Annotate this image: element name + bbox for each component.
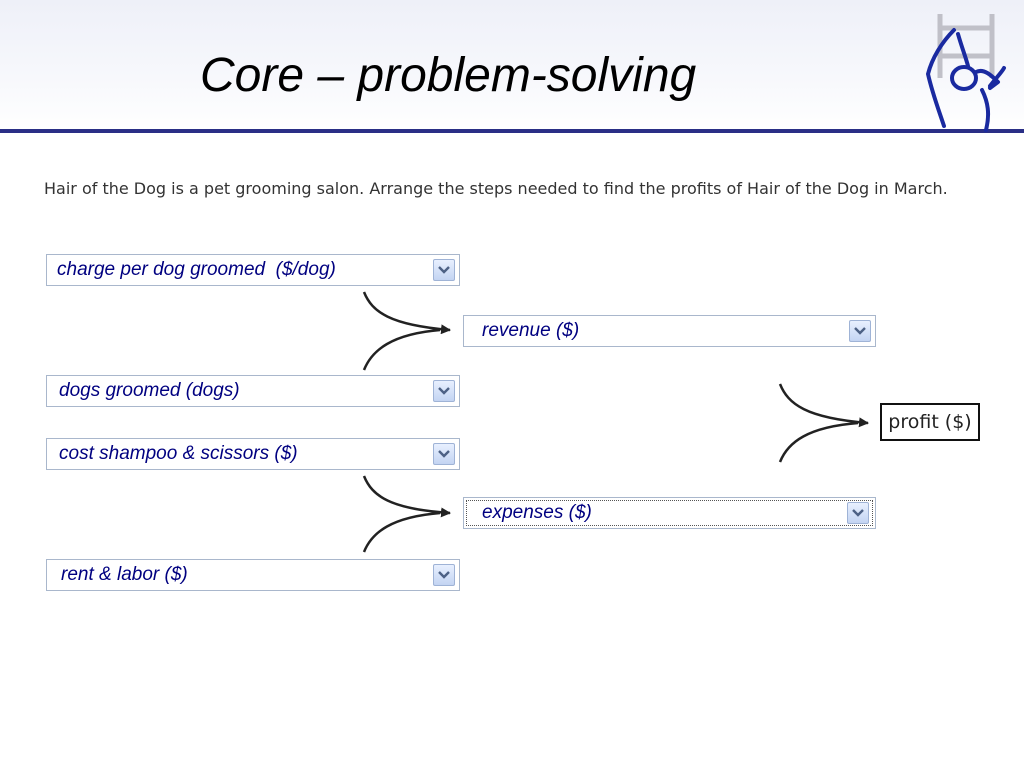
header-band [0, 0, 1024, 130]
dropdown-cost-shampoo-value: cost shampoo & scissors ($) [59, 443, 298, 464]
merge-arrow-upper-lower-branch [362, 328, 441, 371]
problem-instructions: Hair of the Dog is a pet grooming salon.… [44, 179, 948, 198]
dropdown-expenses-value: expenses ($) [482, 502, 592, 523]
chevron-down-icon[interactable] [433, 380, 455, 402]
dropdown-rent-labor[interactable]: rent & labor ($) [46, 559, 460, 591]
dropdown-dogs-groomed-value: dogs groomed (dogs) [59, 380, 240, 401]
dropdown-cost-shampoo[interactable]: cost shampoo & scissors ($) [46, 438, 460, 470]
chevron-down-icon[interactable] [433, 564, 455, 586]
dropdown-rent-labor-value: rent & labor ($) [61, 564, 188, 585]
dropdown-charge-per-dog[interactable]: charge per dog groomed ($/dog) [46, 254, 460, 286]
merge-arrow-upper [362, 291, 451, 335]
profit-result-box: profit ($) [880, 403, 980, 441]
dropdown-charge-per-dog-value: charge per dog groomed ($/dog) [57, 259, 336, 280]
dropdown-revenue[interactable]: revenue ($) [463, 315, 876, 347]
dropdown-expenses[interactable]: expenses ($) [463, 497, 876, 529]
slide-title: Core – problem-solving [200, 49, 697, 102]
dropdown-dogs-groomed[interactable]: dogs groomed (dogs) [46, 375, 460, 407]
chevron-down-icon[interactable] [847, 502, 869, 524]
chevron-down-icon[interactable] [433, 259, 455, 281]
chevron-down-icon[interactable] [433, 443, 455, 465]
merge-arrow-profit [778, 383, 869, 428]
dropdown-revenue-value: revenue ($) [482, 320, 580, 341]
merge-arrow-profit-lower-branch [778, 421, 859, 463]
chevron-down-icon[interactable] [849, 320, 871, 342]
ladder-person-logo-icon [926, 14, 1006, 132]
merge-arrow-lower [362, 475, 451, 518]
merge-arrow-lower-lower-branch [362, 511, 441, 553]
header-rule [0, 129, 1024, 133]
